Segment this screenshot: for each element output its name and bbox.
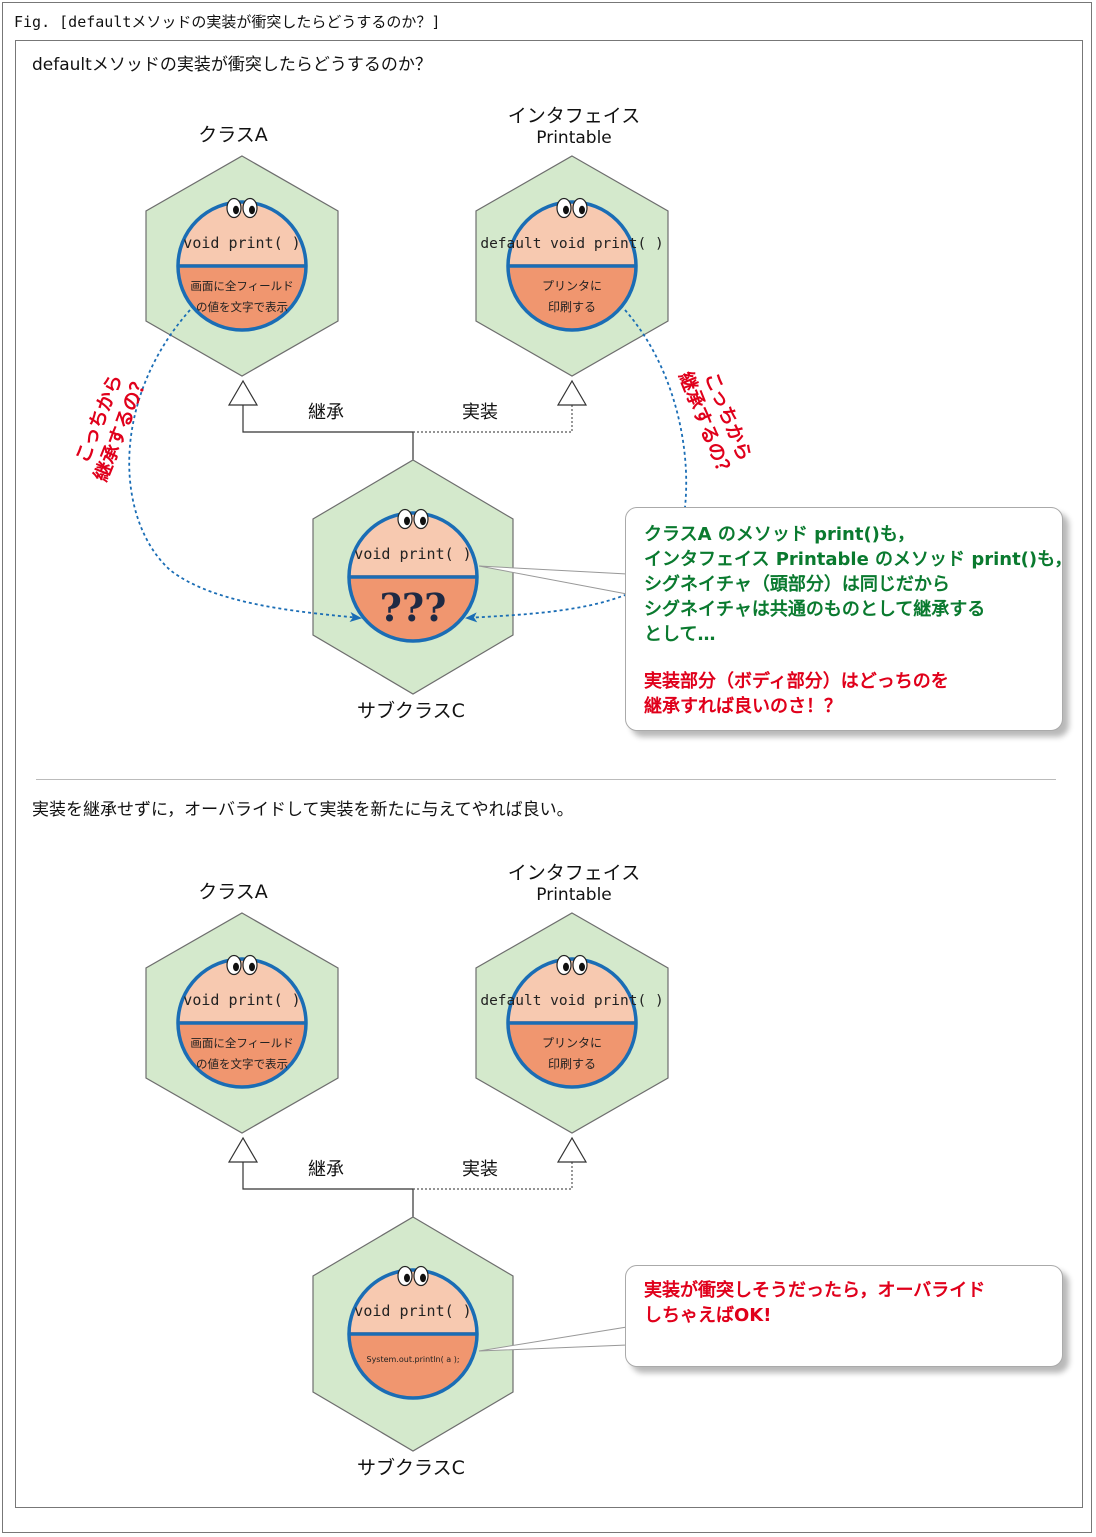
edge-label-inherit: 継承 bbox=[308, 1159, 344, 1180]
interface-body-1: プリンタに bbox=[542, 1036, 602, 1050]
callout-red-line: 実装部分（ボディ部分）はどっちのを bbox=[644, 671, 949, 692]
section2-heading: 実装を継承せずに，オーバライドして実装を新たに与えてやれば良い。 bbox=[32, 800, 574, 820]
inherit-triangle bbox=[227, 379, 259, 406]
class-a-method: void print( ) bbox=[183, 991, 300, 1009]
interface-body-2: 印刷する bbox=[548, 1057, 596, 1071]
class-a-node: void print( ) 画面に全フィールド の値を文字で表示 bbox=[145, 155, 339, 377]
interface-node: default void print( ) プリンタに 印刷する bbox=[475, 912, 669, 1134]
callout-green-line: クラスA のメソッド print()も， bbox=[644, 524, 916, 545]
class-a-label: クラスA bbox=[198, 124, 268, 146]
inheritance-connector-1 bbox=[227, 379, 588, 460]
callout-red-line: 継承すれば良いのさ！？ bbox=[644, 696, 842, 717]
interface-method: default void print( ) bbox=[480, 993, 663, 1009]
callout-red-line: 実装が衝突しそうだったら，オーバライド bbox=[644, 1280, 986, 1301]
callout-section2: 実装が衝突しそうだったら，オーバライド しちゃえばOK! bbox=[625, 1265, 1063, 1367]
implement-triangle bbox=[556, 379, 588, 406]
class-a-body-1: 画面に全フィールド bbox=[190, 1036, 293, 1050]
interface-sublabel: Printable bbox=[536, 128, 612, 148]
subclass-node: void print( ) System.out.println( a ); bbox=[312, 1216, 514, 1452]
interface-label: インタフェイス bbox=[508, 862, 640, 884]
class-a-node: void print( ) 画面に全フィールド の値を文字で表示 bbox=[145, 912, 339, 1134]
callout-red-line: しちゃえばOK! bbox=[644, 1305, 772, 1326]
interface-body-1: プリンタに bbox=[542, 279, 602, 293]
callout-green-line: シグネイチャ（頭部分）は同じだから bbox=[644, 574, 950, 595]
class-a-label: クラスA bbox=[198, 881, 268, 903]
inherit-triangle bbox=[227, 1136, 259, 1163]
edge-label-inherit: 継承 bbox=[308, 402, 344, 423]
figure-inner-frame bbox=[15, 40, 1083, 1508]
implement-triangle bbox=[556, 1136, 588, 1163]
subclass-method: void print( ) bbox=[354, 545, 471, 563]
subclass-method: void print( ) bbox=[354, 1302, 471, 1320]
interface-label: インタフェイス bbox=[508, 105, 640, 127]
interface-node: default void print( ) プリンタに 印刷する bbox=[475, 155, 669, 377]
section1-heading: defaultメソッドの実装が衝突したらどうするのか？ bbox=[32, 55, 432, 75]
edge-label-implement: 実装 bbox=[462, 1159, 498, 1180]
subclass-node: void print( ) ??? bbox=[312, 459, 514, 695]
arrow-from-class-a bbox=[128, 309, 362, 622]
question-right: こっちから 継承するの？ bbox=[674, 368, 756, 482]
question-left: こっちから 継承するの？ bbox=[71, 370, 153, 484]
class-a-body-1: 画面に全フィールド bbox=[190, 279, 293, 293]
subclass-label: サブクラスC bbox=[357, 1456, 465, 1479]
callout-section1: クラスA のメソッド print()も， インタフェイス Printable の… bbox=[625, 507, 1073, 731]
callout-green-line: として… bbox=[644, 624, 716, 645]
interface-body-2: 印刷する bbox=[548, 300, 596, 314]
class-a-body-2: の値を文字で表示 bbox=[196, 1057, 288, 1071]
class-a-method: void print( ) bbox=[183, 234, 300, 252]
inheritance-connector-2 bbox=[227, 1136, 588, 1217]
subclass-label: サブクラスC bbox=[357, 699, 465, 722]
interface-sublabel: Printable bbox=[536, 885, 612, 905]
section2-diagram: 継承 実装 クラスA void print( ) 画面に全フィールド の値を文字… bbox=[145, 862, 669, 1479]
figure-title: Fig. [defaultメソッドの実装が衝突したらどうするのか？] bbox=[14, 13, 441, 31]
edge-label-implement: 実装 bbox=[462, 402, 498, 423]
callout-green-line: シグネイチャは共通のものとして継承する bbox=[644, 599, 986, 620]
subclass-body-code: System.out.println( a ); bbox=[366, 1355, 459, 1364]
callout-green-line: インタフェイス Printable のメソッド print()も， bbox=[644, 549, 1073, 570]
section-divider bbox=[36, 779, 1056, 780]
interface-method: default void print( ) bbox=[480, 236, 663, 252]
subclass-body-unknown: ??? bbox=[380, 585, 447, 630]
class-a-body-2: の値を文字で表示 bbox=[196, 300, 288, 314]
